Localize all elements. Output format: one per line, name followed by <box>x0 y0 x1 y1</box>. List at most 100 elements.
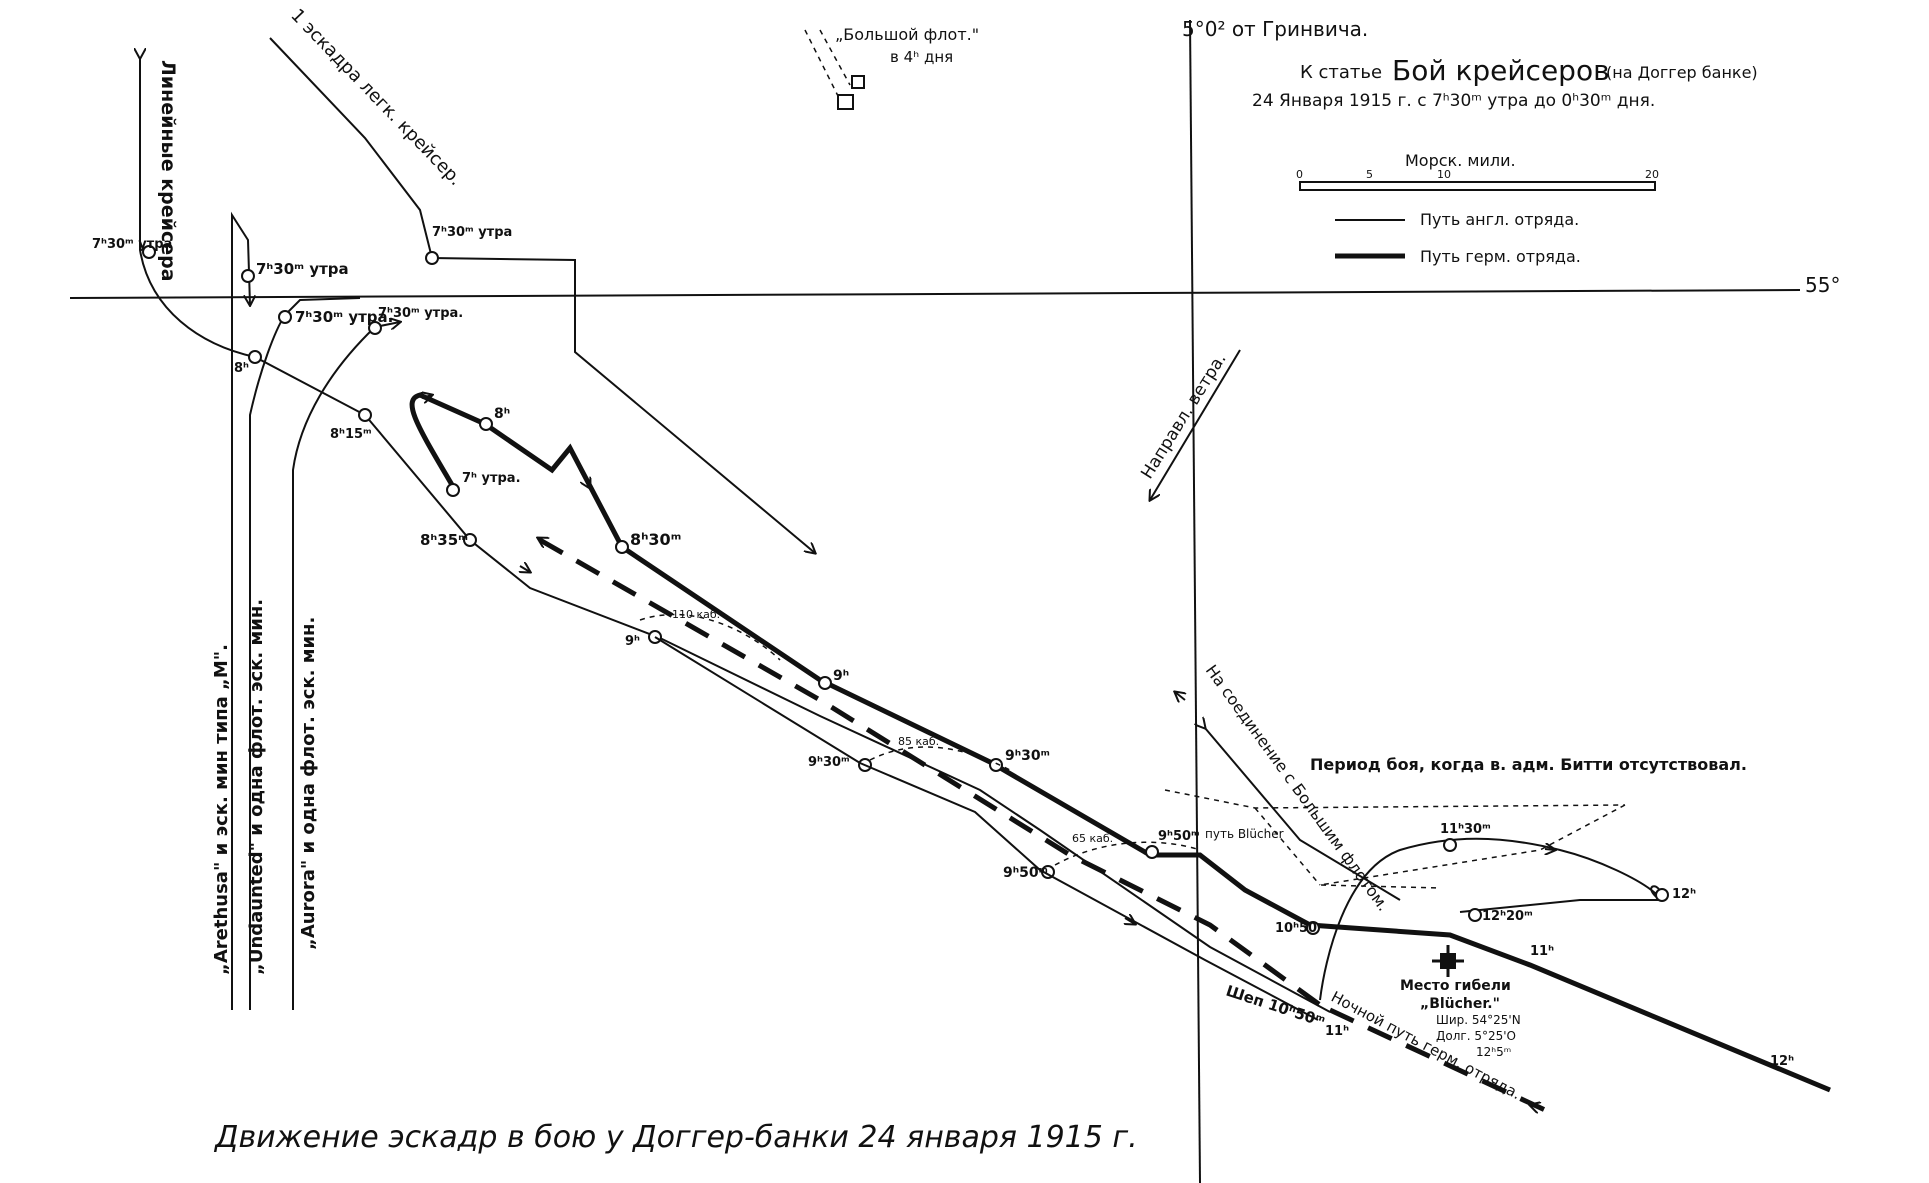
lc-point-730 <box>425 251 439 265</box>
time-undaunted-730: 7ʰ30ᵐ утра. <box>295 308 393 326</box>
time-g950: 9ʰ50ᵐ <box>1158 829 1200 844</box>
time-aurora-730: 7ʰ30ᵐ утра. <box>378 306 463 321</box>
label-battlecruisers: Линейные крейсера <box>157 60 179 282</box>
night-arrow <box>1530 1105 1540 1108</box>
label-arethusa: „Arethusa" и эск. мин типа „M". <box>211 644 232 975</box>
blucher-path-label: путь Blücher <box>1205 827 1284 841</box>
bc-direction-arrow <box>520 566 530 572</box>
g-point-7 <box>446 483 460 497</box>
aurora-track <box>292 322 400 1010</box>
time-930: 9ʰ30ᵐ <box>808 755 850 770</box>
bc-point-8 <box>248 350 262 364</box>
time-g830: 8ʰ30ᵐ <box>630 530 681 549</box>
time-815: 8ʰ15ᵐ <box>330 427 372 442</box>
range-65: 65 каб. <box>1072 832 1113 845</box>
wind-arrow <box>1150 349 1241 500</box>
title-suffix: (на Доггер банке) <box>1606 63 1758 82</box>
time-arethusa-730: 7ʰ30ᵐ утра <box>256 260 349 278</box>
bc-point-835 <box>463 533 477 547</box>
range-arc-1 <box>639 613 781 661</box>
g-point-930 <box>989 758 1003 772</box>
time-9: 9ʰ <box>625 634 640 649</box>
time-g8: 8ʰ <box>494 406 510 422</box>
scale-tick-20: 20 <box>1645 168 1659 181</box>
label-wind: Направл. ветра. <box>1137 350 1230 483</box>
label-beatty-absent: Период боя, когда в. адм. Битти отсутств… <box>1310 755 1747 774</box>
blucher-time: 12ʰ5ᵐ <box>1476 1045 1511 1059</box>
to-grand-fleet-arrow <box>1175 692 1185 700</box>
to-grand-fleet-track <box>1205 728 1401 901</box>
meridian-label: 5°0² от Гринвича. <box>1182 17 1368 41</box>
arethusa-point <box>241 269 255 283</box>
bc-point-730 <box>142 245 156 259</box>
parallel-55-line <box>69 289 1801 299</box>
bc-point-815 <box>358 408 372 422</box>
beatty-period-box <box>1164 789 1626 889</box>
time-11: 11ʰ <box>1325 1024 1349 1039</box>
grand-fleet-label: „Большой флот." <box>835 25 979 44</box>
blucher-lon: Долг. 5°25'O <box>1436 1029 1516 1043</box>
german-path-legend: Путь герм. отряда. <box>1420 247 1581 266</box>
time-g9: 9ʰ <box>833 668 849 684</box>
grand-fleet: „Большой флот." в 4ʰ дня <box>804 25 979 110</box>
time-g12: 12ʰ <box>1770 1054 1794 1069</box>
title-block: К статье Бой крейсеров (на Доггер банке)… <box>1252 54 1758 111</box>
undaunted-point <box>278 310 292 324</box>
grand-fleet-ship-2 <box>851 75 865 89</box>
title-subtitle: 24 Января 1915 г. с 7ʰ30ᵐ утра до 0ʰ30ᵐ … <box>1252 91 1655 111</box>
grand-fleet-track <box>804 29 851 101</box>
time-8: 8ʰ <box>234 361 249 376</box>
time-g11: 11ʰ <box>1530 944 1554 959</box>
time-bc-730: 7ʰ30ᵐ утра <box>92 237 172 252</box>
r-point-12 <box>1655 888 1669 902</box>
aurora-point <box>368 321 382 335</box>
title-prefix: К статье <box>1300 62 1382 83</box>
loop-arrow <box>1545 849 1555 850</box>
grand-fleet-time: в 4ʰ дня <box>890 48 953 66</box>
scale-tick-5: 5 <box>1366 168 1373 181</box>
label-aurora: „Aurora" и одна флот. эск. мин. <box>298 617 319 950</box>
dash-arrow-head <box>538 538 551 545</box>
range-85: 85 каб. <box>898 735 939 748</box>
g-arrow-2 <box>579 469 590 488</box>
label-light-cruisers: 1 эскадра легк. крейсер. <box>286 5 466 190</box>
battlecruiser-track <box>140 58 1331 1013</box>
blucher-sink-marker <box>1432 945 1464 977</box>
time-835: 8ʰ35ᵐ <box>420 531 468 549</box>
scale-tick-0: 0 <box>1296 168 1303 181</box>
blucher-lat: Шир. 54°25'N <box>1436 1013 1521 1027</box>
blucher-label-1: Место гибели <box>1400 978 1511 994</box>
g-point-8 <box>479 417 493 431</box>
head-label: Шеп 10ʰ50ᵐ <box>1224 982 1327 1031</box>
bc-direction-arrow-2 <box>1125 918 1135 924</box>
time-g7: 7ʰ утра. <box>462 471 521 486</box>
r-point-1130 <box>1443 838 1457 852</box>
label-undaunted: „Undaunted" и одна флот. эск. мин. <box>246 599 267 975</box>
g-point-950 <box>1145 845 1159 859</box>
g-point-1040 <box>1306 921 1320 935</box>
scale-tick-10: 10 <box>1437 168 1451 181</box>
blucher-label-2: „Blücher." <box>1420 996 1500 1012</box>
time-g930: 9ʰ30ᵐ <box>1005 748 1050 764</box>
time-lc-730: 7ʰ30ᵐ утра <box>432 225 512 240</box>
time-950: 9ʰ50ᵐ <box>1003 865 1048 881</box>
meridian-5-line <box>1189 19 1201 1183</box>
range-arc-2 <box>869 746 1011 771</box>
grand-fleet-ship <box>837 94 854 110</box>
r-point-1220 <box>1468 908 1482 922</box>
g-point-9 <box>818 676 832 690</box>
legend: Морск. мили. 0 5 10 20 Путь англ. отряда… <box>1296 151 1659 266</box>
german-track <box>409 392 1831 1093</box>
g-arrow-1 <box>422 395 432 398</box>
range-arc-3 <box>1054 841 1201 866</box>
scale-title: Морск. мили. <box>1405 151 1516 170</box>
german-dashed-track <box>538 537 1322 1008</box>
time-1050: 10ʰ50ᵐ <box>1275 921 1326 936</box>
g-point-830 <box>615 540 629 554</box>
time-r1220: 12ʰ20ᵐ <box>1482 909 1533 924</box>
map-caption: Движение эскадр в бою у Доггер-банки 24 … <box>213 1120 1138 1155</box>
range-110: 110 каб. <box>672 608 720 621</box>
parallel-label: 55° <box>1805 273 1840 297</box>
time-r1130: 11ʰ30ᵐ <box>1440 822 1491 837</box>
